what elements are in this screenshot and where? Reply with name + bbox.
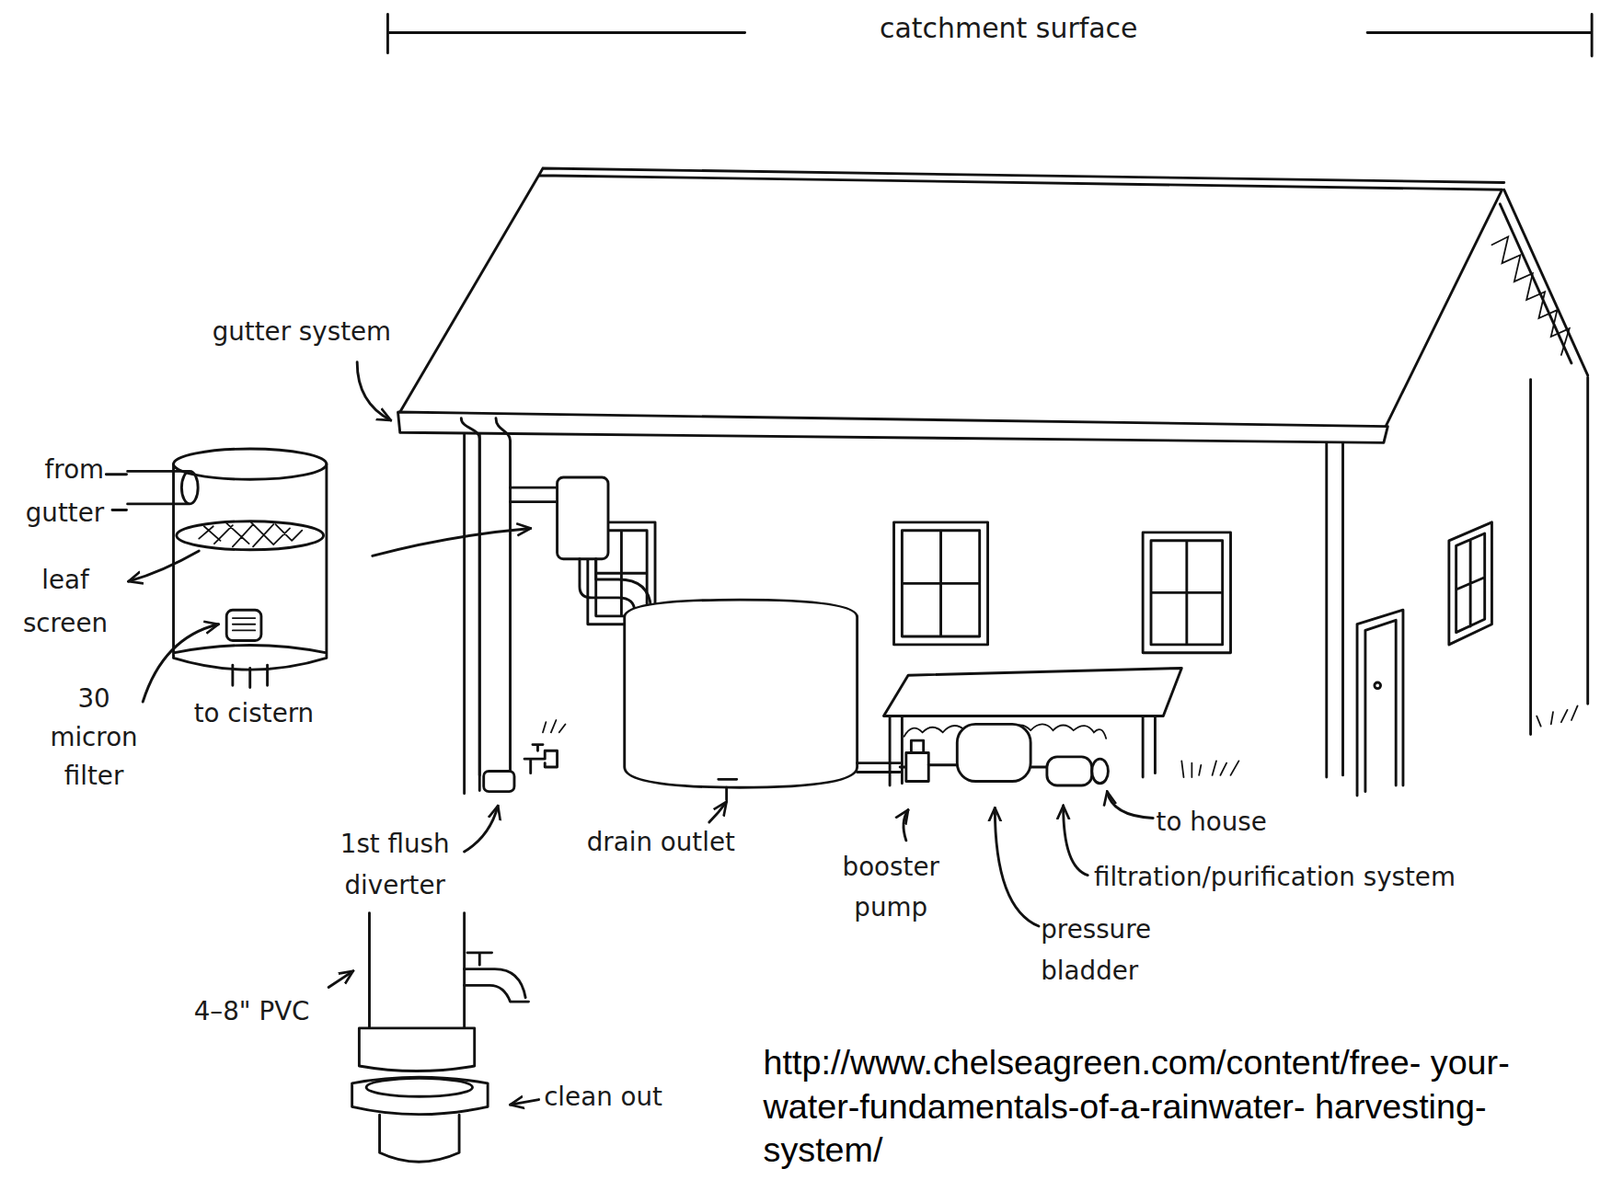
leader-line	[356, 362, 392, 421]
leader-line	[142, 624, 219, 703]
pvc-pipe	[368, 913, 464, 1029]
side-window	[1449, 522, 1493, 645]
cistern	[624, 599, 858, 788]
callout-label: 4–8" PVC	[194, 991, 311, 1033]
window	[1142, 532, 1231, 654]
pipe-coupling	[358, 1028, 474, 1072]
supply-pipe	[857, 763, 901, 773]
cleanout-thread	[366, 1078, 472, 1097]
filter-bands	[232, 618, 255, 631]
cleanout-plug	[379, 1115, 461, 1163]
filter-canister	[557, 477, 609, 560]
porch-post	[464, 434, 1344, 794]
leader-line	[903, 810, 909, 841]
callout-label: 1st flush diverter	[318, 824, 472, 907]
pressure-bladder	[956, 724, 1031, 782]
roof-outline	[400, 168, 1505, 427]
leader-line	[1063, 805, 1089, 875]
callout-label: catchment surface	[879, 8, 1139, 49]
callout-label: 30 micron filter	[38, 679, 150, 796]
shed-leg	[889, 716, 1155, 786]
filter-unit	[1047, 757, 1093, 786]
shed-roof	[883, 667, 1182, 716]
leader-line	[328, 971, 354, 989]
gable-board	[1499, 189, 1588, 376]
callout-label: pressure bladder	[1040, 909, 1174, 992]
pump-symbol	[899, 740, 929, 782]
spigot	[524, 745, 557, 774]
callout-label: leaf screen	[11, 559, 118, 645]
callout-label: to house	[1156, 802, 1267, 843]
micron-filter	[226, 610, 262, 641]
inset-canister	[173, 464, 327, 670]
leader-line	[709, 802, 727, 823]
inset-pointer	[372, 528, 531, 556]
source-note: http://www.chelseagreen.com/content/free…	[763, 1040, 1570, 1173]
inset-inlet-pipe	[127, 471, 190, 504]
cleanout-cap	[352, 1077, 489, 1115]
flush-cap	[483, 771, 515, 792]
diverter-spigot	[464, 953, 530, 1002]
callout-label: from gutter	[10, 448, 104, 535]
house-outlet	[1092, 759, 1109, 784]
screen-hatch	[198, 522, 302, 548]
inset-outlet	[232, 665, 268, 688]
door-knob	[1374, 682, 1382, 690]
cistern-inlet-pipe	[579, 559, 652, 613]
grass	[542, 705, 1578, 778]
callout-label: filtration/purification system	[1093, 857, 1456, 898]
inset-canister-top	[173, 448, 327, 480]
callout-label: clean out	[543, 1077, 663, 1118]
leader-line	[128, 551, 200, 582]
door	[1357, 610, 1404, 796]
downspout	[460, 418, 510, 776]
leader-line	[464, 805, 499, 852]
gable-trim	[1491, 236, 1569, 356]
callout-label: booster pump	[824, 847, 957, 930]
callout-label: drain outlet	[587, 822, 736, 864]
leaf-screen	[176, 521, 324, 551]
drain-valve	[718, 779, 737, 800]
callout-label: gutter system	[212, 311, 392, 353]
leader-line	[1106, 792, 1153, 819]
side-wall	[1530, 377, 1589, 735]
leader-line	[994, 807, 1039, 927]
callout-label: to cistern	[194, 693, 314, 735]
leader-line	[510, 1100, 540, 1106]
leader-line	[105, 474, 127, 511]
inlet-pipe	[510, 487, 558, 503]
window	[894, 522, 989, 645]
fascia	[398, 412, 1389, 443]
